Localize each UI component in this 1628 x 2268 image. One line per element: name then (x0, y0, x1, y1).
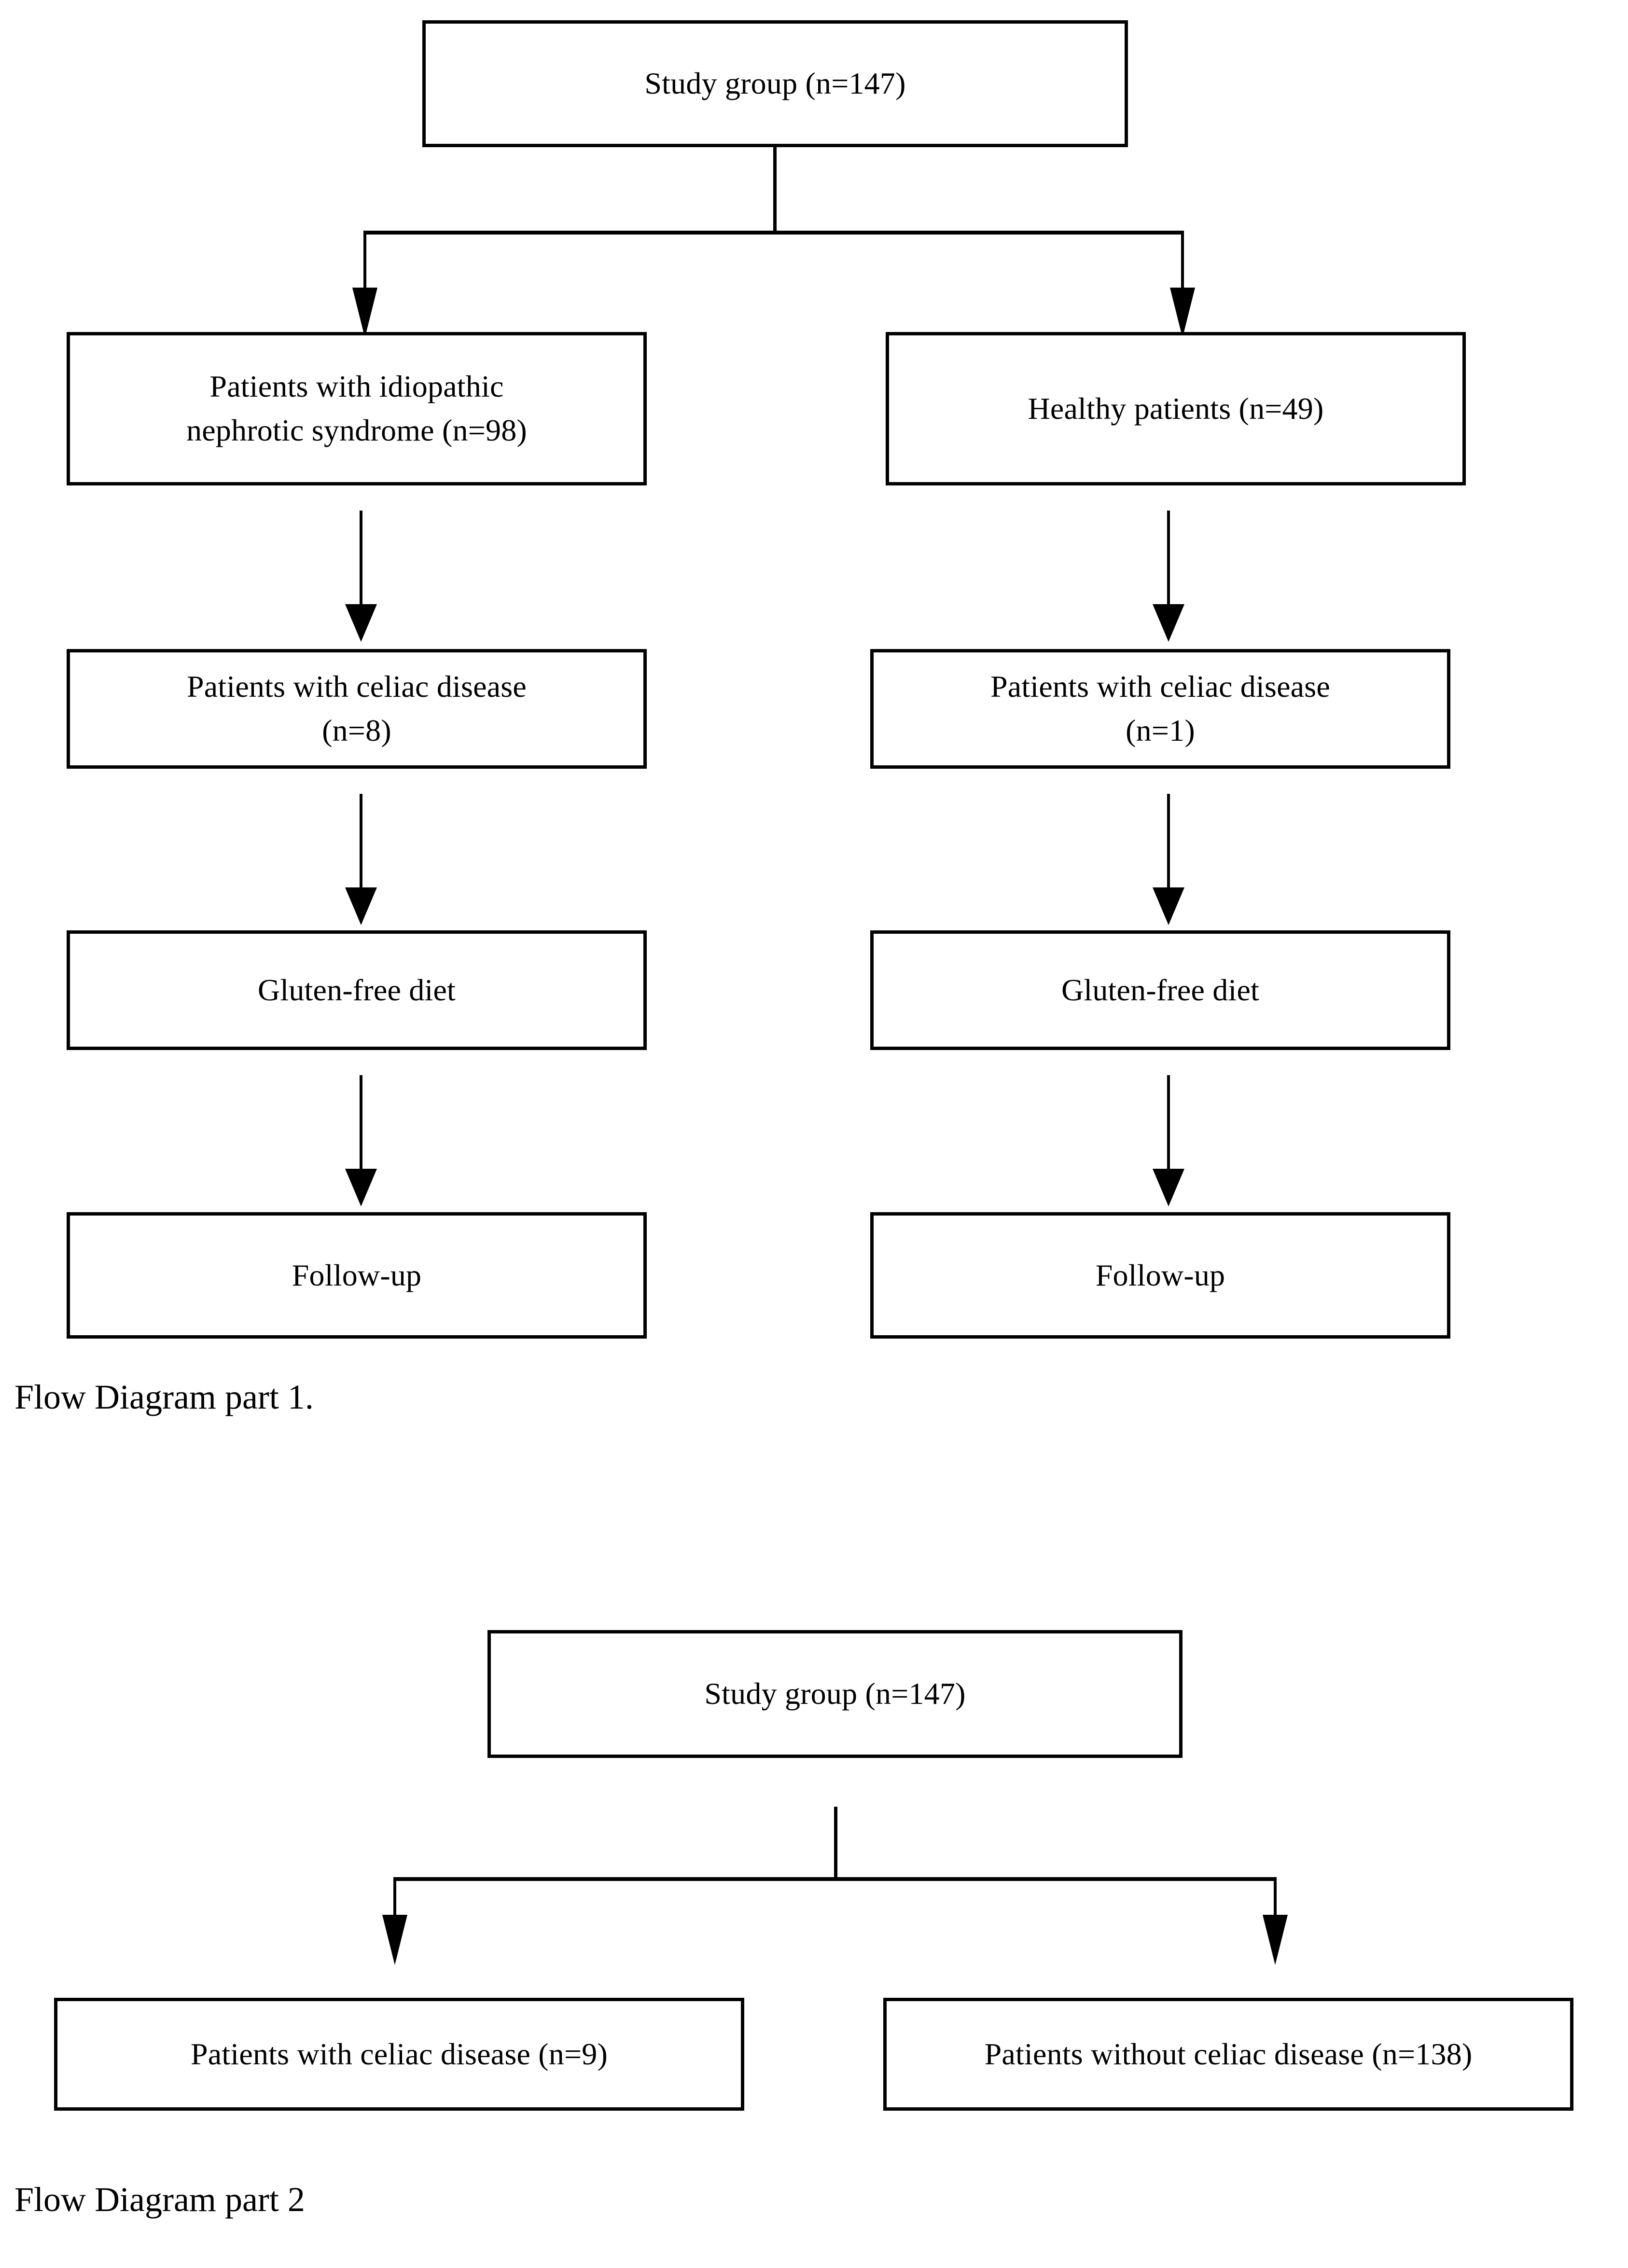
node-p1-gluten-free-diet-left: Gluten-free diet (67, 930, 647, 1050)
node-p1-followup-left: Follow-up (67, 1212, 647, 1339)
arrowhead-p1-root-right (1170, 288, 1195, 338)
arrowhead-p2-root-right (1263, 1915, 1288, 1965)
node-label: Patients with celiac disease (n=1) (990, 669, 1331, 747)
node-label: Gluten-free diet (1061, 972, 1260, 1007)
connector-p2-root-right-arm (1274, 1877, 1277, 1917)
arrowhead-p2-root-left (382, 1915, 407, 1965)
node-p2-celiac: Patients with celiac disease (n=9) (54, 1998, 744, 2111)
node-p1-followup-right: Follow-up (870, 1212, 1450, 1339)
arrowhead-p1-left-3-4 (345, 1169, 377, 1206)
node-p2-study-group: Study group (n=147) (487, 1630, 1183, 1758)
connector-p2-root-left-arm (393, 1877, 396, 1917)
caption-part-1: Flow Diagram part 1. (14, 1378, 314, 1416)
node-p1-idiopathic-nephrotic-syndrome: Patients with idiopathic nephrotic syndr… (67, 332, 647, 485)
node-p1-celiac-left: Patients with celiac disease (n=8) (67, 649, 647, 769)
connector-p1-left-3-4 (360, 1075, 362, 1172)
node-p1-healthy-patients: Healthy patients (n=49) (886, 332, 1466, 485)
node-label: Patients with idiopathic nephrotic syndr… (186, 369, 527, 447)
connector-p1-right-2-3 (1167, 794, 1170, 890)
node-label: Gluten-free diet (257, 972, 456, 1007)
node-label: Healthy patients (n=49) (1028, 391, 1324, 426)
node-label: Follow-up (1095, 1258, 1225, 1292)
arrowhead-p1-root-left (352, 288, 377, 338)
connector-p1-left-2-3 (360, 794, 362, 890)
connector-p1-root-right-arm (1181, 231, 1184, 290)
node-p2-without-celiac: Patients without celiac disease (n=138) (883, 1998, 1573, 2111)
arrowhead-p1-left-1-2 (345, 604, 377, 642)
arrowhead-p1-right-1-2 (1153, 604, 1184, 642)
connector-p1-left-1-2 (360, 511, 362, 607)
connector-p2-root-bar (393, 1877, 1277, 1881)
caption-part-2: Flow Diagram part 2 (14, 2180, 305, 2219)
connector-p1-root-left-arm (363, 231, 366, 290)
node-p1-gluten-free-diet-right: Gluten-free diet (870, 930, 1450, 1050)
arrowhead-p1-right-2-3 (1153, 887, 1184, 925)
connector-p1-root-bar (363, 231, 1184, 235)
node-label: Patients with celiac disease (n=9) (191, 2036, 608, 2071)
node-p1-celiac-right: Patients with celiac disease (n=1) (870, 649, 1450, 769)
connector-p1-right-1-2 (1167, 511, 1170, 607)
arrowhead-p1-right-3-4 (1153, 1169, 1184, 1206)
node-p1-study-group: Study group (n=147) (422, 20, 1128, 147)
connector-p2-root-stem (834, 1807, 837, 1879)
connector-p1-root-stem (773, 147, 777, 233)
node-label: Study group (n=147) (704, 1676, 966, 1711)
node-label: Patients with celiac disease (n=8) (186, 669, 527, 747)
node-label: Follow-up (292, 1258, 422, 1292)
arrowhead-p1-left-2-3 (345, 887, 377, 925)
node-label: Study group (n=147) (644, 66, 906, 101)
connector-p1-right-3-4 (1167, 1075, 1170, 1172)
node-label: Patients without celiac disease (n=138) (984, 2036, 1473, 2071)
